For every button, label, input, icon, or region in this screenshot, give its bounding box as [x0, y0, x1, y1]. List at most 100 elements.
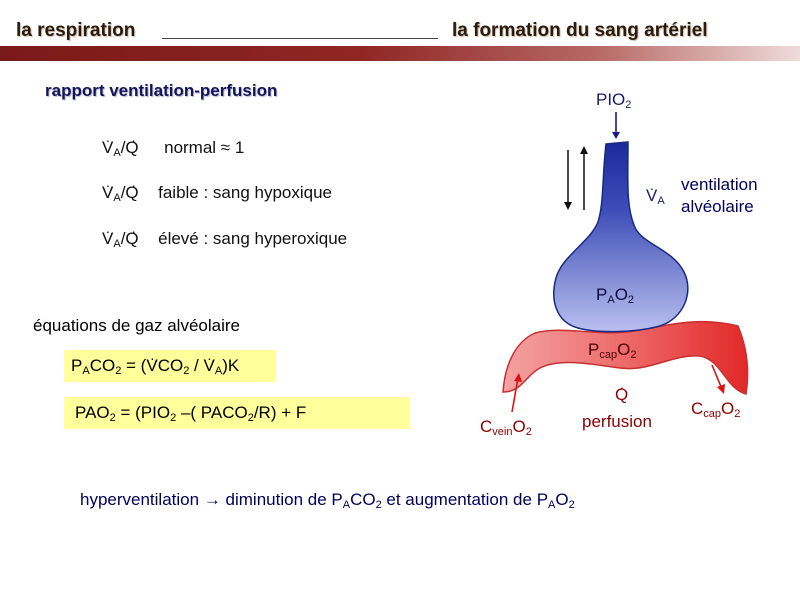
ratio-row-high: . VA . /Q élevé : sang hyperoxique	[102, 221, 348, 250]
label-text: O	[512, 417, 526, 436]
a-subscript: A	[113, 238, 121, 250]
va-label: .VA	[646, 178, 665, 207]
eq-text: = (PIO	[115, 403, 171, 422]
label-sub: 2	[627, 294, 635, 306]
capillary-shape	[502, 320, 749, 395]
label-text: V	[646, 186, 658, 205]
venous-inflow-arrow	[511, 377, 519, 413]
conclusion-text: hyperventilation → diminution de PACO2 e…	[80, 490, 575, 511]
label-text: O	[721, 399, 735, 418]
ratio-desc: élevé : sang hyperoxique	[158, 229, 348, 248]
label-text: O	[617, 340, 631, 359]
v-symbol: V	[102, 138, 114, 157]
dot-mark: .	[620, 376, 624, 392]
dot-mark: .	[131, 174, 136, 190]
ratio-desc: normal ≈ 1	[164, 138, 245, 157]
conclusion-part: O	[555, 490, 569, 509]
v-symbol: V	[102, 183, 114, 202]
venous-arrowhead	[514, 373, 522, 382]
arterial-outflow-arrow	[711, 364, 723, 390]
eq-text: )K	[222, 356, 240, 375]
eq-text: CO	[157, 356, 184, 375]
a-subscript: A	[113, 192, 121, 204]
eq-sub: 2	[109, 412, 116, 424]
q-symbol: /Q	[120, 138, 139, 157]
conclusion-part: CO	[350, 490, 376, 509]
expiration-arrowhead	[580, 146, 588, 154]
header-divider	[162, 38, 438, 39]
conclusion-part: et augmentation de P	[381, 490, 549, 509]
dot-mark: .	[150, 347, 155, 363]
pio2-label: PIO2	[596, 90, 631, 111]
label-text: Q	[615, 385, 629, 404]
label-sub: cap	[599, 349, 618, 361]
label-sub: 2	[734, 408, 741, 420]
eq-sub: A	[214, 365, 223, 377]
label-text: PIO	[596, 90, 626, 109]
conclusion-sub: 2	[568, 499, 575, 511]
eq-text: PAO	[75, 403, 110, 422]
conclusion-part: diminution de P	[220, 490, 343, 509]
dot-mark: .	[106, 129, 110, 145]
equation-paco2: PACO2 = (.VCO2 / .VA)K	[71, 348, 240, 377]
eq-sub: 2	[183, 365, 190, 377]
eq-text: = (	[121, 356, 147, 375]
eq-sub: A	[82, 365, 90, 377]
dot-mark: .	[207, 347, 212, 363]
label-sub: 2	[630, 349, 637, 361]
label-text: C	[691, 399, 704, 418]
dot-mark: .	[650, 177, 654, 193]
ratio-row-normal: . VA . /Q normal ≈ 1	[102, 130, 245, 159]
inspiration-arrowhead	[564, 202, 572, 210]
label-sub: 2	[525, 426, 532, 438]
pio2-arrowhead	[612, 132, 620, 139]
q-symbol: /Q	[120, 229, 139, 248]
label-text: O	[614, 285, 628, 304]
equation-pao2: PAO2 = (PIO2 –( PACO2/R) + F	[75, 403, 306, 424]
header-band	[0, 46, 800, 61]
dot-mark: .	[131, 220, 136, 236]
dot-mark: .	[106, 174, 110, 190]
alveolaire-line: alvéolaire	[681, 197, 754, 216]
equation-box-pao2: PAO2 = (PIO2 –( PACO2/R) + F	[64, 397, 410, 429]
arterial-arrowhead	[717, 384, 725, 394]
slide-subtitle: rapport ventilation-perfusion	[45, 81, 278, 100]
ventilation-line: ventilation	[681, 175, 758, 194]
eq-text: /R) + F	[253, 403, 307, 422]
label-text: C	[480, 417, 493, 436]
eq-sub: 2	[247, 412, 254, 424]
dot-mark: .	[106, 220, 110, 236]
ccapo2-label: CcapO2	[691, 399, 740, 420]
ratio-row-low: . VA . /Q faible : sang hypoxique	[102, 175, 332, 204]
label-text: P	[588, 340, 600, 359]
arrow-right-icon: →	[203, 490, 221, 509]
q-label: .Q	[615, 377, 629, 405]
label-sub: cap	[703, 408, 722, 420]
conclusion-sub: 2	[375, 499, 382, 511]
q-symbol: /Q	[120, 183, 139, 202]
label-sub: 2	[625, 99, 632, 111]
pao2-label: PAO2	[596, 285, 634, 306]
pcapo2-label: PcapO2	[588, 340, 636, 361]
equation-box-paco2: PACO2 = (.VCO2 / .VA)K	[64, 348, 276, 382]
v-symbol: V	[102, 229, 114, 248]
conclusion-part: hyperventilation	[80, 490, 204, 509]
eq-text: P	[71, 356, 83, 375]
a-subscript: A	[113, 147, 121, 159]
label-text: P	[596, 285, 608, 304]
equations-heading: équations de gaz alvéolaire	[33, 316, 240, 335]
eq-text: CO	[89, 356, 116, 375]
perfusion-label: perfusion	[582, 412, 652, 431]
alveole-shape	[553, 141, 689, 333]
conclusion-sub: A	[548, 499, 556, 511]
label-sub: A	[657, 195, 665, 207]
eq-sub: 2	[115, 365, 122, 377]
conclusion-sub: A	[342, 499, 351, 511]
label-sub: A	[607, 294, 615, 306]
eq-text: V	[146, 356, 158, 375]
ventilation-label: ventilation alvéolaire	[681, 174, 758, 218]
header-right-title: la formation du sang artériel	[452, 20, 708, 41]
eq-text: V	[203, 356, 215, 375]
eq-text: /	[189, 356, 204, 375]
